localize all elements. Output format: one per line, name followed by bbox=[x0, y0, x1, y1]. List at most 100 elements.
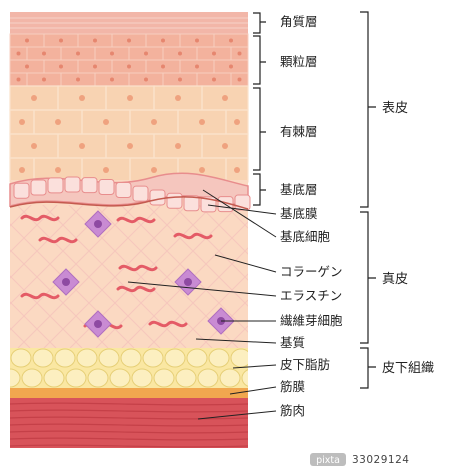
fat-cell bbox=[10, 368, 21, 388]
bracket-corneum bbox=[253, 12, 266, 34]
spinosum-nucleus bbox=[151, 119, 157, 125]
granulosum-nucleus bbox=[76, 51, 80, 56]
basal-cell bbox=[183, 195, 200, 212]
skin-cross-section bbox=[0, 12, 251, 448]
fat-cell bbox=[131, 368, 153, 388]
stratum-spinosum-band bbox=[10, 86, 248, 180]
leader-muscle bbox=[197, 410, 277, 420]
spinosum-cells bbox=[9, 85, 249, 183]
granulosum-nucleus bbox=[161, 38, 165, 43]
bracket-spinosum bbox=[253, 87, 266, 171]
label-collagen: コラーゲン bbox=[280, 264, 343, 279]
granulosum-nucleus bbox=[127, 38, 131, 43]
granulosum-nucleus bbox=[25, 64, 29, 69]
leader-basal-cell bbox=[202, 189, 277, 238]
fat-cell bbox=[10, 348, 32, 368]
fat-cell bbox=[164, 348, 186, 368]
bracket-subcutaneous bbox=[360, 347, 376, 389]
label-basal-cell: 基底細胞 bbox=[280, 229, 331, 244]
collagen-fiber bbox=[120, 205, 248, 333]
muscle-fiber bbox=[9, 444, 249, 448]
fascia-band bbox=[10, 388, 248, 398]
collagen-fiber bbox=[146, 205, 248, 307]
spinosum-nucleus bbox=[222, 143, 228, 149]
granulosum-nucleus bbox=[59, 64, 63, 69]
fat-cell bbox=[32, 348, 54, 368]
basal-cell bbox=[13, 182, 30, 199]
fat-cell bbox=[175, 368, 197, 388]
fibroblast-nucleus bbox=[184, 278, 192, 286]
label-fascia: 筋膜 bbox=[280, 379, 305, 394]
basal-cell bbox=[47, 177, 64, 194]
fat-cell bbox=[54, 348, 76, 368]
epidermis-sub-brackets bbox=[253, 12, 266, 206]
label-stratum-granulosum: 顆粒層 bbox=[280, 54, 318, 69]
spinosum-nucleus bbox=[127, 95, 133, 101]
muscle-fiber bbox=[9, 416, 249, 420]
muscle-fibers bbox=[9, 402, 249, 448]
granulosum-nucleus bbox=[93, 64, 97, 69]
spinosum-nucleus bbox=[175, 95, 181, 101]
bracket-basale bbox=[253, 173, 266, 206]
fat-cell bbox=[21, 368, 43, 388]
label-stratum-corneum: 角質層 bbox=[280, 14, 318, 29]
fibroblast-nucleus bbox=[62, 278, 70, 286]
fat-cell bbox=[76, 348, 98, 368]
spinosum-nucleus bbox=[31, 95, 37, 101]
muscle-fiber bbox=[9, 437, 249, 441]
granulosum-nucleus bbox=[178, 77, 182, 82]
granulosum-nucleus bbox=[178, 51, 182, 56]
collagen-fiber bbox=[10, 205, 58, 253]
basal-cell bbox=[149, 189, 166, 206]
basement-membrane-line bbox=[9, 196, 249, 210]
collagen-fiber bbox=[10, 301, 57, 348]
basal-cell bbox=[132, 185, 149, 202]
granulosum-nucleus bbox=[237, 51, 242, 56]
collagen-fiber bbox=[10, 205, 32, 227]
basal-cell bbox=[98, 179, 115, 196]
fat-cell bbox=[43, 368, 65, 388]
granulosum-nucleus bbox=[229, 64, 233, 69]
corneum-lines bbox=[10, 17, 248, 29]
granulosum-bricks bbox=[9, 33, 249, 87]
spinosum-nucleus bbox=[79, 95, 85, 101]
collagen-fiber bbox=[173, 273, 248, 348]
label-muscle: 筋肉 bbox=[280, 403, 305, 418]
spinosum-nucleus bbox=[55, 119, 61, 125]
granulosum-nucleus bbox=[237, 77, 242, 82]
label-subcutaneous-fat: 皮下脂肪 bbox=[280, 357, 330, 372]
granulosum-nucleus bbox=[127, 64, 131, 69]
collagen-fiber bbox=[0, 180, 4, 348]
watermark: pixta 33029124 bbox=[310, 453, 409, 466]
muscle-fiber bbox=[9, 430, 249, 434]
label-epidermis: 表皮 bbox=[382, 101, 408, 116]
muscle-band bbox=[10, 398, 248, 448]
spinosum-nucleus bbox=[127, 143, 133, 149]
basal-cell bbox=[115, 182, 132, 199]
elastin-fiber bbox=[38, 236, 78, 244]
fat-cell bbox=[98, 348, 120, 368]
collagen-fiber bbox=[16, 205, 161, 348]
basal-cell bbox=[30, 179, 47, 196]
fat-cell bbox=[197, 368, 219, 388]
granulosum-nucleus bbox=[42, 51, 46, 56]
fat-cell bbox=[230, 348, 248, 368]
fat-cell bbox=[120, 348, 142, 368]
collagen-fiber bbox=[42, 205, 187, 348]
spinosum-nucleus bbox=[199, 119, 205, 125]
spinosum-nucleus bbox=[199, 167, 205, 173]
basal-cell bbox=[64, 176, 81, 193]
watermark-id: 33029124 bbox=[352, 454, 409, 466]
leader-fascia bbox=[229, 386, 277, 395]
fibroblast-nucleus bbox=[94, 220, 102, 228]
basal-cell bbox=[81, 177, 98, 194]
bracket-dermis bbox=[360, 211, 376, 344]
label-dermis: 真皮 bbox=[382, 272, 408, 287]
basal-cells bbox=[13, 176, 251, 213]
spinosum-nucleus bbox=[103, 167, 109, 173]
granulosum-nucleus bbox=[212, 77, 216, 82]
granulosum-nucleus bbox=[212, 51, 216, 56]
granulosum-nucleus bbox=[42, 77, 46, 82]
fibroblasts bbox=[52, 210, 235, 338]
